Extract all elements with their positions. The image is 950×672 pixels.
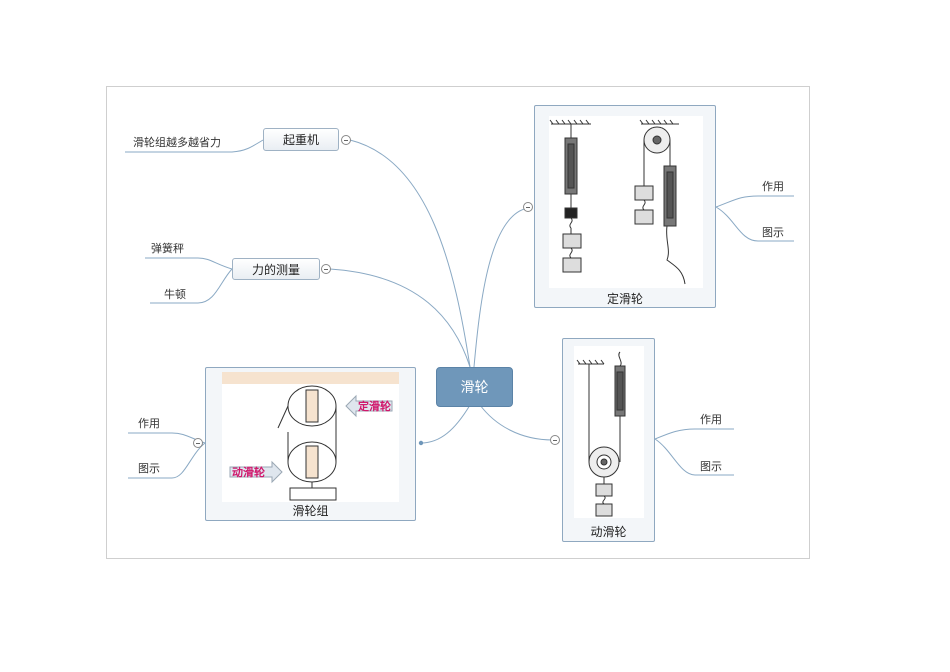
- tag-fixed-pulley: 定滑轮: [358, 399, 391, 413]
- branch-line-donghualun: [479, 404, 554, 441]
- image-donghualun: [574, 346, 644, 518]
- node-qizhongji-label: 起重机: [282, 133, 319, 147]
- donghualun-illustration: [576, 351, 626, 517]
- leaf-zu-zuoyong: 作用: [138, 417, 160, 430]
- image-dinghualun: [549, 116, 703, 288]
- branch-line-celiang: [329, 268, 471, 368]
- node-qizhongji[interactable]: 起重机: [263, 128, 339, 151]
- tag-moving-pulley: 动滑轮: [232, 465, 265, 479]
- line-dong-tushi: [654, 438, 734, 476]
- line-tanhuangcheng: [145, 257, 233, 270]
- line-ding-tushi: [715, 206, 794, 242]
- leaf-niudun: 牛顿: [164, 288, 186, 301]
- dinghualun-illustration: [549, 119, 686, 285]
- collapse-hualunzu-icon[interactable]: [193, 438, 203, 448]
- leaf-zu-tushi: 图示: [138, 462, 160, 475]
- leaf-dong-tushi: 图示: [700, 460, 722, 473]
- line-niudun: [150, 268, 233, 304]
- line-ding-zuoyong: [715, 195, 794, 208]
- leaf-dong-zuoyong: 作用: [700, 413, 722, 426]
- collapse-qizhongji-icon[interactable]: [341, 135, 351, 145]
- branch-line-dinghualun: [473, 207, 529, 368]
- leaf-tanhuangcheng: 弹簧秤: [151, 242, 184, 255]
- note-qizhongji: 滑轮组越多越省力: [133, 136, 221, 149]
- collapse-donghualun-icon[interactable]: [550, 435, 560, 445]
- panel-dinghualun[interactable]: 定滑轮: [534, 105, 716, 308]
- leaf-ding-tushi: 图示: [762, 226, 784, 239]
- branch-line-hualunzu: [420, 404, 471, 444]
- leaf-ding-zuoyong: 作用: [762, 180, 784, 193]
- hualunzu-illustration: 定滑轮 动滑轮: [222, 372, 399, 501]
- line-qizhongji-note: [125, 139, 264, 153]
- caption-hualunzu: 滑轮组: [292, 504, 329, 518]
- center-label: 滑轮: [460, 380, 489, 396]
- panel-donghualun[interactable]: 动滑轮: [562, 338, 655, 542]
- node-celiang-label: 力的测量: [251, 262, 300, 277]
- panel-hualunzu[interactable]: 定滑轮 动滑轮 滑轮组: [205, 367, 416, 521]
- collapse-dinghualun-icon[interactable]: [523, 202, 533, 212]
- line-dong-zuoyong: [654, 428, 734, 440]
- center-node[interactable]: 滑轮: [436, 367, 513, 407]
- branch-line-qizhongji: [349, 139, 471, 368]
- image-hualunzu: 定滑轮 动滑轮: [222, 372, 399, 502]
- caption-dinghualun: 定滑轮: [606, 292, 643, 306]
- collapse-celiang-icon[interactable]: [321, 264, 331, 274]
- node-celiang[interactable]: 力的测量: [232, 258, 320, 280]
- caption-donghualun: 动滑轮: [590, 525, 627, 539]
